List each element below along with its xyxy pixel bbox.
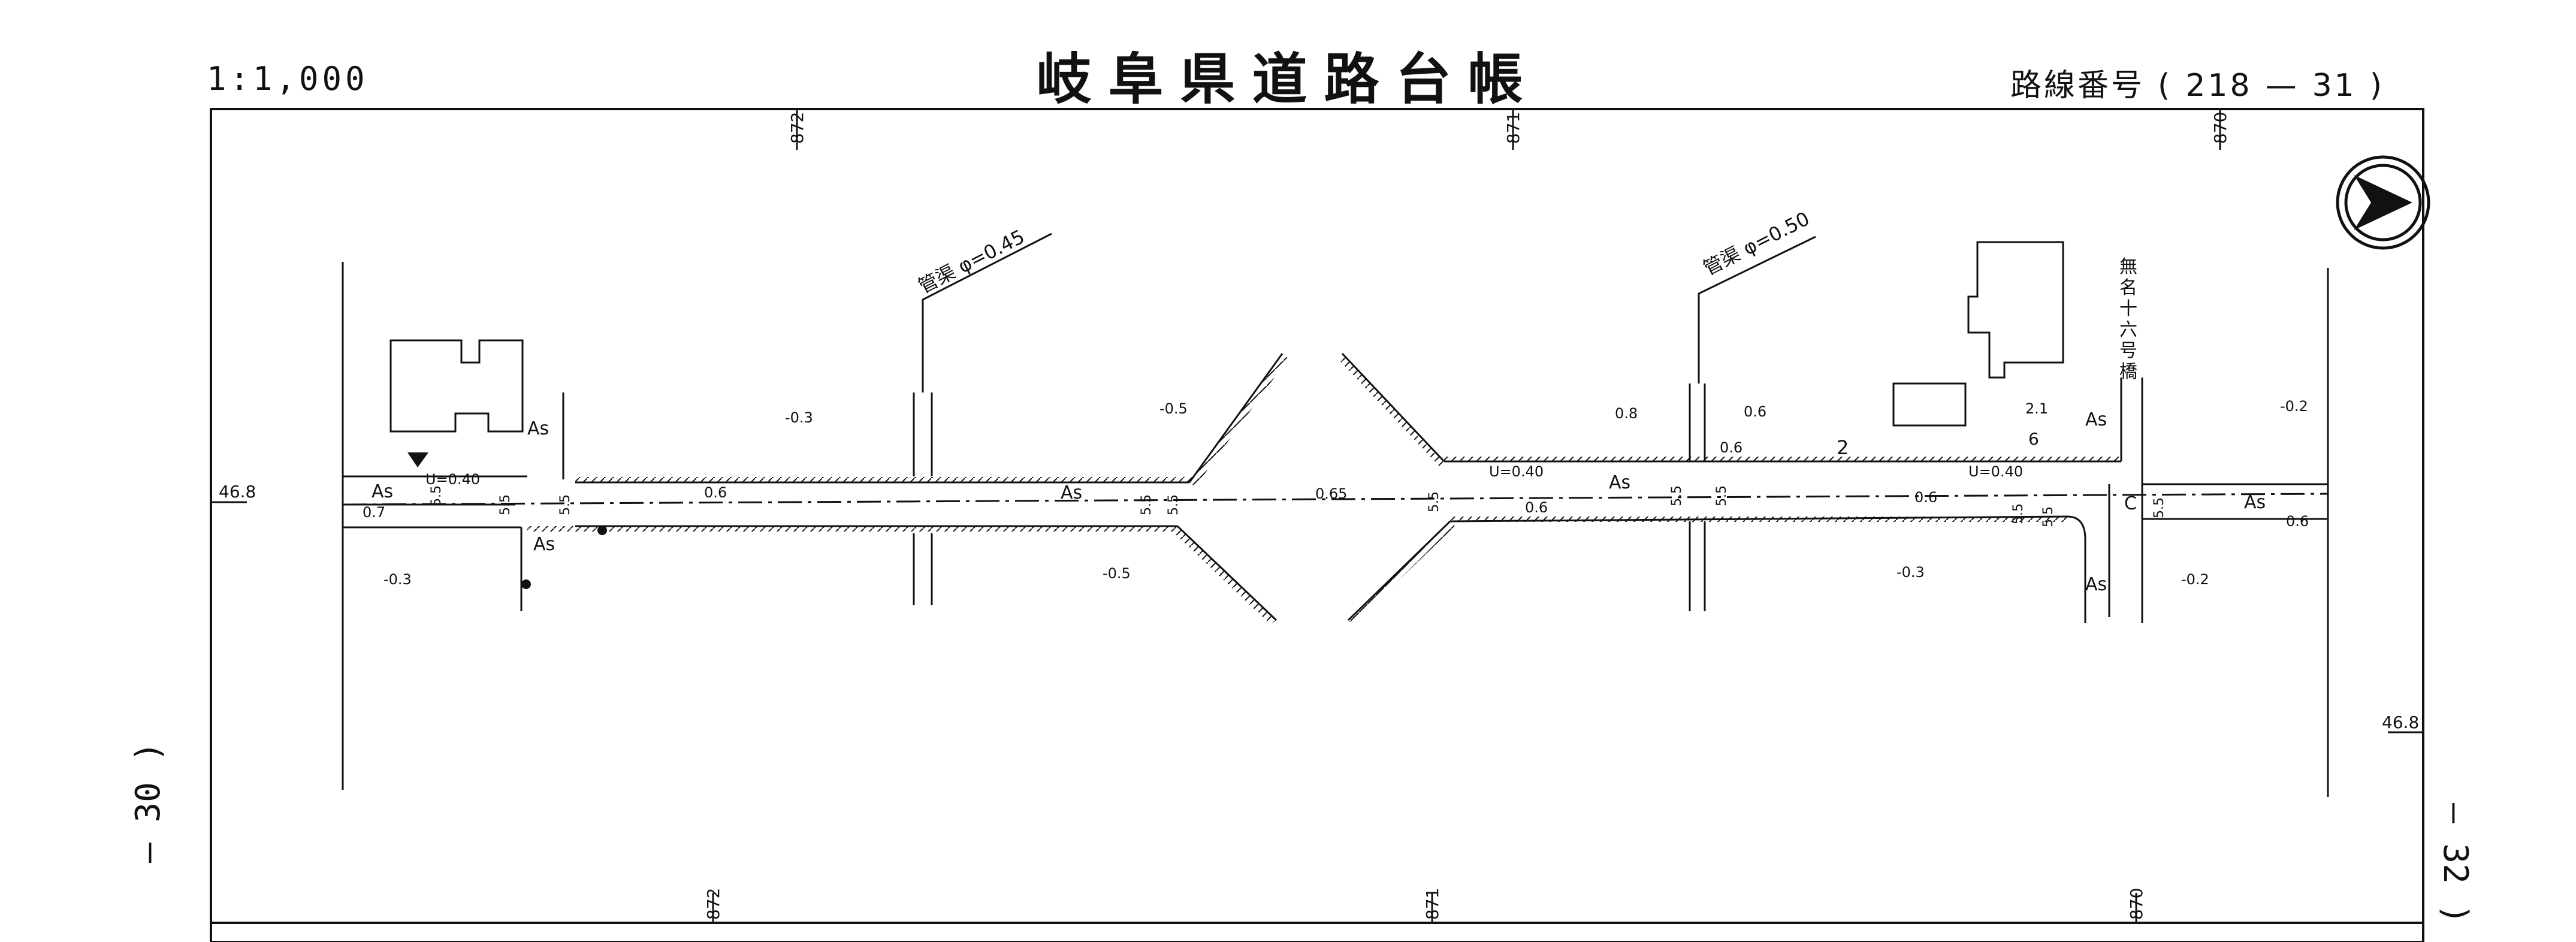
surface-label: As (1609, 472, 1630, 493)
width-label: 0.6 (2286, 513, 2309, 530)
slope-label: 5.5 (2041, 506, 2056, 527)
slope-label: 5.5 (1427, 491, 1442, 512)
gutter-labels: U=0.40 U=0.40 U=0.40 (425, 463, 2023, 488)
point-marker-icon (521, 579, 531, 589)
pipe-label-045: 管渠 φ=0.45 (914, 225, 1028, 298)
slope-label: 5.5 (2152, 497, 2167, 518)
depth-label: -0.2 (2181, 571, 2209, 588)
bridge-name-char: 橋 (2119, 361, 2137, 382)
route-number: 路線番号 (218 — 31) (2010, 60, 2397, 105)
depth-label: -0.3 (1896, 564, 1925, 581)
slope-label: 5.5 (1714, 485, 1729, 506)
width-label: 0.6 (1720, 439, 1743, 456)
width-label: 0.7 (363, 504, 385, 521)
road-surface-labels: As As As As As As As As C (372, 409, 2266, 595)
scale-label: 1:1,000 (207, 60, 369, 98)
hatch-bands (527, 354, 2121, 624)
grid-label-bottom-870: 870 (2127, 888, 2146, 920)
marker-number: 6 (2028, 429, 2039, 449)
slope-label: 5.5 (2011, 503, 2026, 524)
surface-label: As (2085, 409, 2107, 430)
gutter-label: U=0.40 (1968, 463, 2023, 480)
gutter-label: U=0.40 (1489, 463, 1544, 480)
point-marker-icon (597, 526, 607, 535)
surface-label: As (2244, 492, 2266, 513)
width-labels: 0.6 0.6 0.6 0.6 0.6 0.65 0.7 (363, 439, 2309, 530)
depth-label: 0.8 (1615, 405, 1638, 422)
grid-labels: 872 871 870 872 871 870 46.8 46.8 (219, 112, 2419, 920)
grid-label-top-870: 870 (2210, 112, 2230, 144)
slope-labels: 5.5 5.5 5.5 5.5 5.5 5.5 5.5 5.5 5.5 5.5 … (429, 485, 2167, 527)
grid-label-bottom-871: 871 (1423, 888, 1442, 920)
depth-label: -0.5 (1103, 565, 1131, 582)
surface-label: As (527, 418, 549, 439)
bridge-name-char: 六 (2119, 319, 2137, 340)
grid-label-bottom-872: 872 (703, 888, 723, 920)
route-paren-close: ) (2369, 68, 2385, 104)
map-title: 岐阜県道路台帳 (1036, 47, 1540, 111)
north-arrow-icon (2336, 155, 2430, 250)
bridge-name-char: 無 (2119, 256, 2137, 277)
marker-number: 2 (1837, 436, 1849, 459)
bridge-name: 無 名 十 六 号 橋 (2119, 256, 2137, 382)
bridge-name-char: 号 (2119, 340, 2137, 361)
slope-label: 5.5 (1166, 494, 1181, 515)
width-label: 0.6 (1914, 489, 1937, 506)
route-paren-open: ( (2158, 68, 2173, 104)
route-number-value: 218 (2185, 68, 2252, 104)
pipe-leaders (922, 233, 1816, 393)
depth-label: -0.3 (785, 409, 813, 426)
grid-label-top-872: 872 (787, 112, 807, 144)
route-number-label: 路線番号 (2010, 68, 2145, 104)
width-label: 0.6 (704, 484, 727, 501)
surface-label: As (2085, 574, 2107, 595)
bridge-label: C (2124, 493, 2137, 514)
depth-label: 2.1 (2025, 400, 2048, 417)
depth-label: -0.2 (2280, 398, 2308, 415)
grid-label-side-right: 46.8 (2382, 712, 2419, 732)
width-label: 0.65 (1315, 485, 1347, 502)
bridge-name-char: 十 (2119, 298, 2137, 319)
road-centerline (342, 493, 2329, 506)
slope-label: 5.5 (558, 494, 573, 515)
surface-label: As (533, 534, 555, 555)
grid-label-side-left: 46.8 (219, 482, 256, 502)
map-frame (210, 108, 2424, 942)
gutter-label: U=0.40 (425, 471, 480, 488)
slope-label: 5.5 (1139, 494, 1154, 515)
depth-label: -0.5 (1159, 400, 1188, 417)
bridge-name-char: 名 (2119, 277, 2137, 298)
grid-ticks (211, 109, 2423, 923)
benchmark-triangle-icon (407, 452, 428, 467)
slope-label: 5.5 (429, 485, 444, 506)
depth-label: -0.3 (383, 571, 412, 588)
route-number-dash: — (2265, 68, 2299, 104)
slope-label: 5.5 (1669, 485, 1684, 506)
culverts (520, 384, 1706, 611)
surface-label: As (372, 481, 393, 502)
slope-label: 5.5 (498, 494, 513, 515)
width-label: 0.6 (1525, 499, 1548, 516)
surface-label: As (1061, 482, 1082, 503)
buildings (389, 241, 2064, 433)
pipe-label-050: 管渠 φ=0.50 (1699, 207, 1813, 280)
route-sheet-value: 31 (2312, 68, 2357, 104)
depth-label: 0.6 (1744, 403, 1766, 420)
grid-label-top-871: 871 (1503, 112, 1523, 144)
depth-labels: -0.3 -0.5 -0.3 -0.5 -0.3 -0.2 -0.2 0.8 0… (383, 398, 2308, 588)
